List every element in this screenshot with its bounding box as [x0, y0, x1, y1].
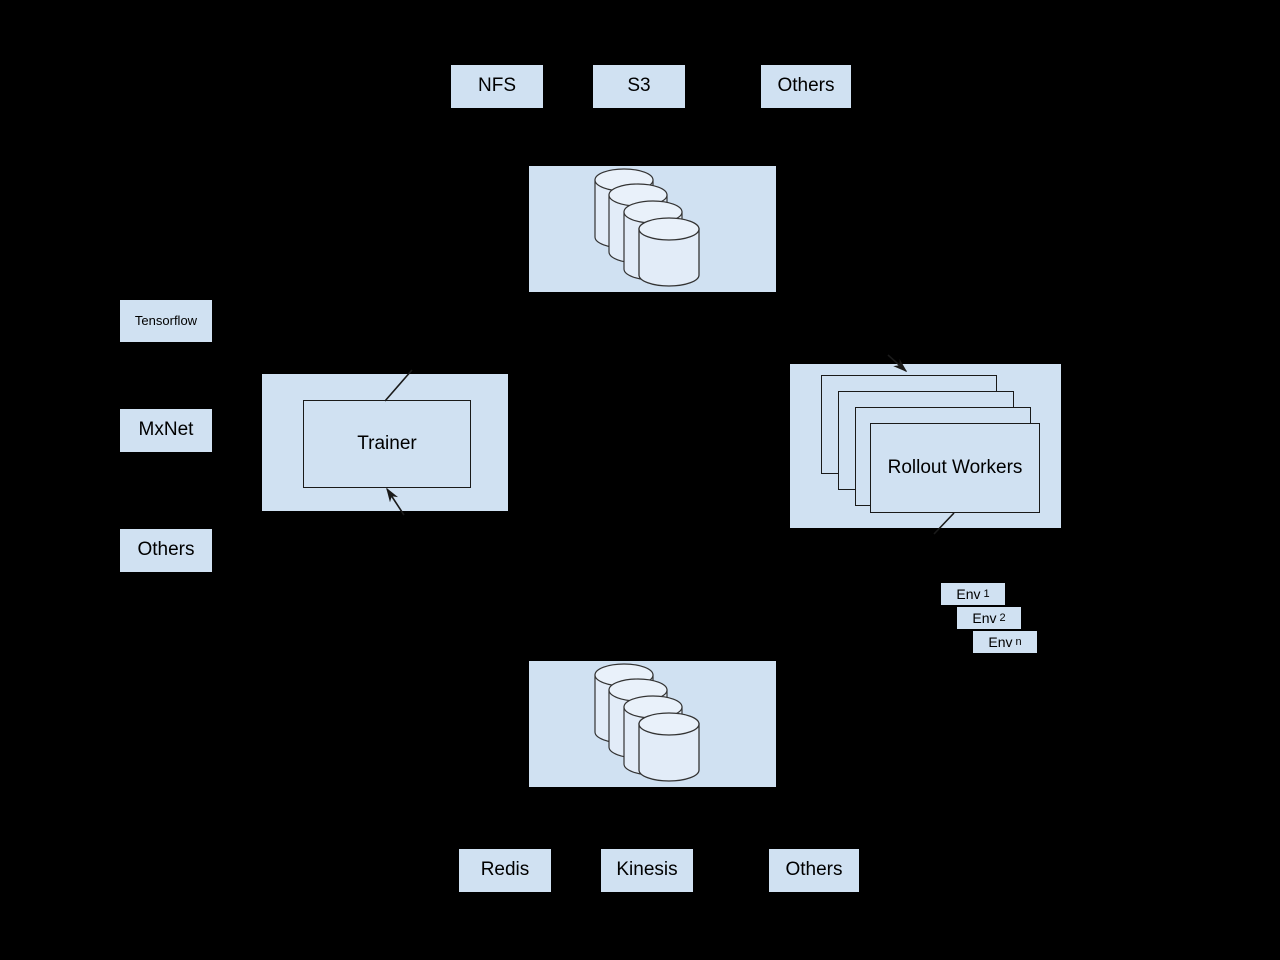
- node-storage-others-label: Others: [777, 75, 835, 97]
- node-nfs[interactable]: NFS: [451, 65, 543, 108]
- node-s3[interactable]: S3: [593, 65, 685, 108]
- node-storage-others[interactable]: Others: [761, 65, 851, 108]
- node-env-1-index: 1: [983, 588, 990, 600]
- node-rollout-workers-label: Rollout Workers: [887, 457, 1023, 478]
- node-rollout-workers[interactable]: Rollout Workers: [870, 423, 1040, 513]
- node-framework-others-label: Others: [137, 539, 195, 561]
- datastore-top-panel[interactable]: [529, 166, 776, 292]
- node-redis[interactable]: Redis: [459, 849, 551, 892]
- node-framework-others[interactable]: Others: [120, 529, 212, 572]
- node-trainer[interactable]: Trainer: [303, 400, 471, 488]
- node-kinesis[interactable]: Kinesis: [601, 849, 693, 892]
- node-mxnet-label: MxNet: [138, 419, 194, 441]
- node-queue-others[interactable]: Others: [769, 849, 859, 892]
- node-env-2-name: Env: [972, 610, 997, 626]
- datastore-bottom-panel[interactable]: [529, 661, 776, 787]
- node-s3-label: S3: [627, 75, 651, 97]
- node-mxnet[interactable]: MxNet: [120, 409, 212, 452]
- node-env-2-index: 2: [999, 612, 1006, 624]
- node-tensorflow-label: Tensorflow: [134, 312, 198, 328]
- node-redis-label: Redis: [480, 859, 530, 881]
- node-env-1-name: Env: [956, 586, 981, 602]
- node-env-n-name: Env: [988, 634, 1013, 650]
- node-trainer-label: Trainer: [357, 433, 417, 454]
- node-tensorflow[interactable]: Tensorflow: [120, 300, 212, 342]
- node-queue-others-label: Others: [785, 859, 843, 881]
- node-kinesis-label: Kinesis: [616, 859, 678, 881]
- node-nfs-label: NFS: [478, 75, 516, 97]
- node-env-n-index: n: [1015, 636, 1022, 648]
